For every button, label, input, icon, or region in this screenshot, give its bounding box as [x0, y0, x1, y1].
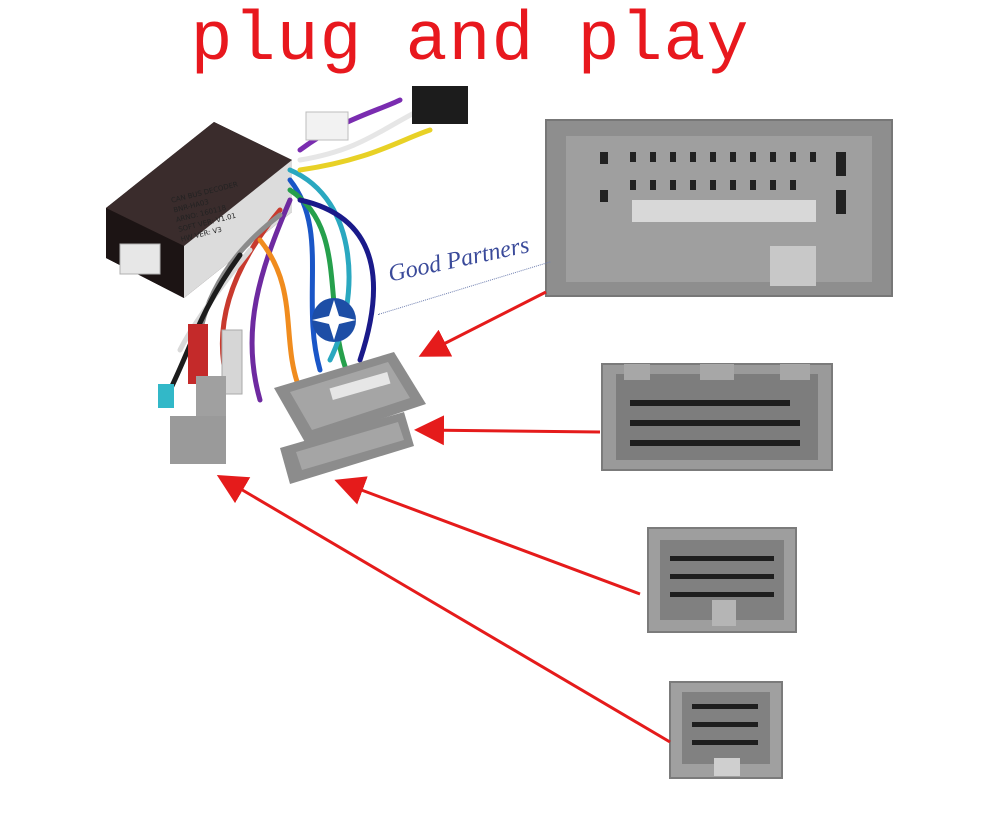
vehicle-connector-large: [545, 119, 893, 297]
white-connector: [305, 111, 349, 141]
black-connector: [412, 86, 468, 124]
page-title: plug and play: [190, 2, 750, 81]
star-badge-icon: [312, 298, 356, 342]
harness-small-connector: [170, 416, 226, 464]
harness-medium-connector: [280, 412, 414, 484]
arrow-2: [414, 415, 601, 446]
can-bus-decoder-box: [106, 122, 292, 298]
vehicle-connector-medium: [601, 363, 833, 471]
connection-arrows: [216, 290, 671, 744]
vehicle-connector-mini: [669, 681, 783, 779]
arrow-3: [334, 476, 641, 596]
arrow-4: [216, 474, 671, 744]
aqua-wire-tip: [158, 384, 174, 408]
harness-large-connector: [274, 352, 426, 444]
vehicle-connector-small: [647, 527, 797, 633]
harness-small-connector-2: [196, 376, 226, 416]
white-rca-plug: [221, 329, 243, 395]
red-rca-plug: [188, 324, 208, 384]
arrow-1: [418, 290, 547, 357]
